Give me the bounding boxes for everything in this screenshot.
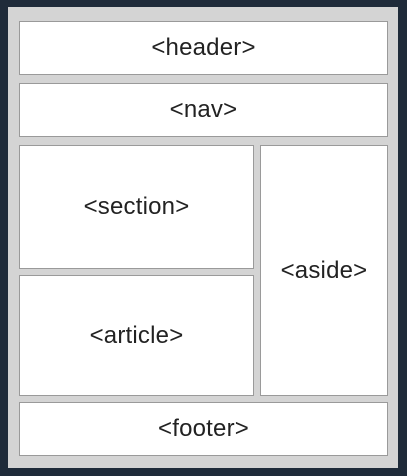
section-box: <section> <box>19 145 254 269</box>
article-box: <article> <box>19 275 254 396</box>
aside-box: <aside> <box>260 145 388 396</box>
header-label: <header> <box>151 34 256 61</box>
layout-diagram-frame: <header> <nav> <section> <article> <asid… <box>8 7 398 468</box>
nav-label: <nav> <box>169 96 238 123</box>
aside-label: <aside> <box>280 256 368 284</box>
footer-label: <footer> <box>157 415 249 442</box>
section-label: <section> <box>83 193 190 220</box>
article-label: <article> <box>89 321 184 349</box>
footer-box: <footer> <box>19 402 388 456</box>
nav-box: <nav> <box>19 83 388 137</box>
header-box: <header> <box>19 21 388 75</box>
